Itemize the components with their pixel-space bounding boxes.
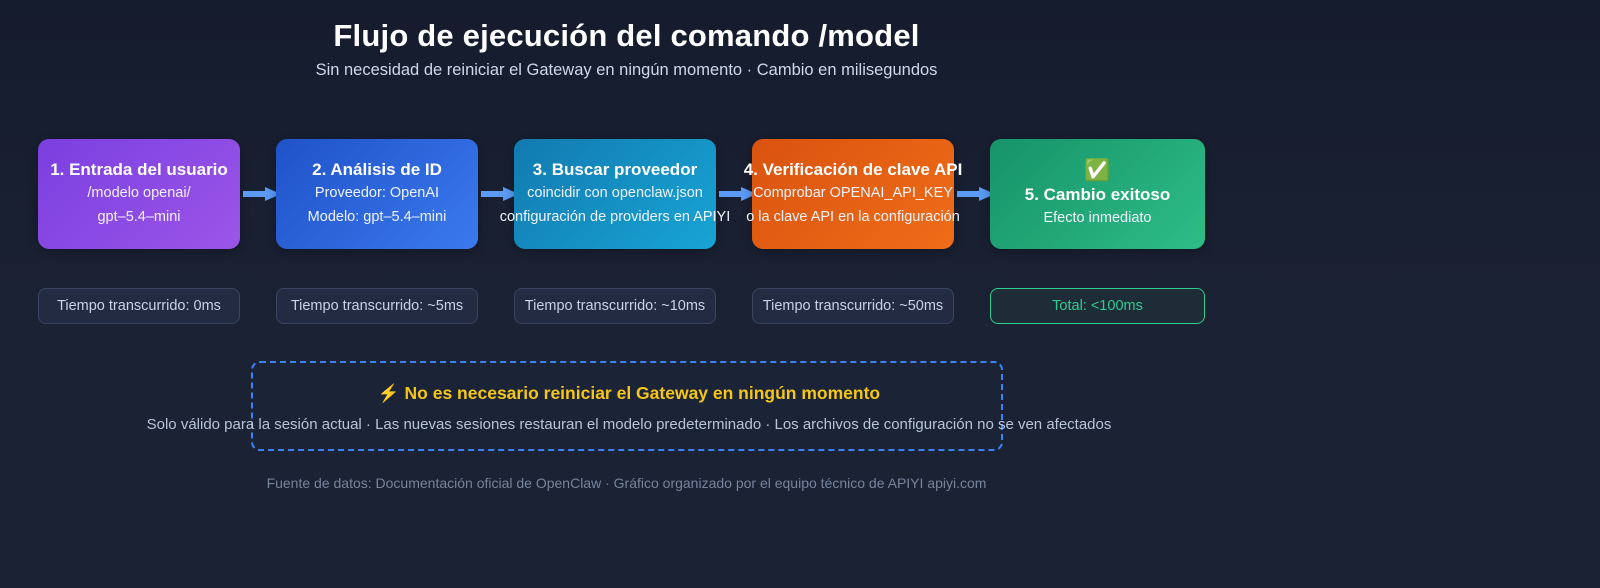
timing-row: Tiempo transcurrido: 0ms Tiempo transcur… xyxy=(0,288,1253,324)
flow-node-1-title: 1. Entrada del usuario xyxy=(50,160,228,179)
flow-node-2-line2: Modelo: gpt–5.4–mini xyxy=(307,209,447,225)
timing-pill-1: Tiempo transcurrido: 0ms xyxy=(38,288,240,324)
timing-pill-4: Tiempo transcurrido: ~50ms xyxy=(752,288,954,324)
flow-node-1-line2: gpt–5.4–mini xyxy=(97,209,181,225)
flow-node-5-line1: Efecto inmediato xyxy=(1043,209,1152,226)
timing-pill-total: Total: <100ms xyxy=(990,288,1205,324)
callout-subtext: Solo válido para la sesión actual · Las … xyxy=(146,416,1112,433)
flow-node-2[interactable]: 2. Análisis de ID Proveedor: OpenAI Mode… xyxy=(276,139,478,249)
timing-pill-2: Tiempo transcurrido: ~5ms xyxy=(276,288,478,324)
arrow-shaft xyxy=(481,191,505,197)
flow-node-4-title: 4. Verificación de clave API xyxy=(743,160,963,179)
footer-note: Fuente de datos: Documentación oficial d… xyxy=(266,475,987,491)
flow-node-3-title: 3. Buscar proveedor xyxy=(532,160,698,179)
flow-node-3-line2: configuración de providers en APIYI xyxy=(499,209,731,225)
flow-node-2-title: 2. Análisis de ID xyxy=(312,160,442,179)
arrow-shaft xyxy=(719,191,743,197)
flow-node-3[interactable]: 3. Buscar proveedor coincidir con opencl… xyxy=(500,139,730,249)
timing-pill-3: Tiempo transcurrido: ~10ms xyxy=(514,288,716,324)
flow-node-4[interactable]: 4. Verificación de clave API Comprobar O… xyxy=(744,139,962,249)
flow-node-4-line1: Comprobar OPENAI_API_KEY xyxy=(753,185,953,201)
flow-row: 1. Entrada del usuario /modelo openai/ g… xyxy=(0,139,1253,249)
success-check-icon: ✅ xyxy=(1084,158,1111,182)
page-title: Flujo de ejecución del comando /model xyxy=(333,18,920,53)
flow-node-3-line1: coincidir con openclaw.json xyxy=(527,185,703,201)
page-subtitle: Sin necesidad de reiniciar el Gateway en… xyxy=(315,61,938,79)
callout-box: ⚡ No es necesario reiniciar el Gateway e… xyxy=(147,361,1111,451)
flow-node-1[interactable]: 1. Entrada del usuario /modelo openai/ g… xyxy=(38,139,240,249)
flow-node-5[interactable]: ✅ 5. Cambio exitoso Efecto inmediato xyxy=(990,139,1205,249)
flow-node-5-title: 5. Cambio exitoso xyxy=(1024,184,1171,204)
arrow-shaft xyxy=(243,191,267,197)
flow-node-4-line2: o la clave API en la configuración xyxy=(746,209,960,225)
callout-heading: ⚡ No es necesario reiniciar el Gateway e… xyxy=(377,383,881,403)
flow-node-1-line1: /modelo openai/ xyxy=(87,185,191,201)
arrow-shaft xyxy=(957,191,981,197)
flow-node-2-line1: Proveedor: OpenAI xyxy=(314,185,440,201)
header: Flujo de ejecución del comando /model Si… xyxy=(0,16,1253,81)
